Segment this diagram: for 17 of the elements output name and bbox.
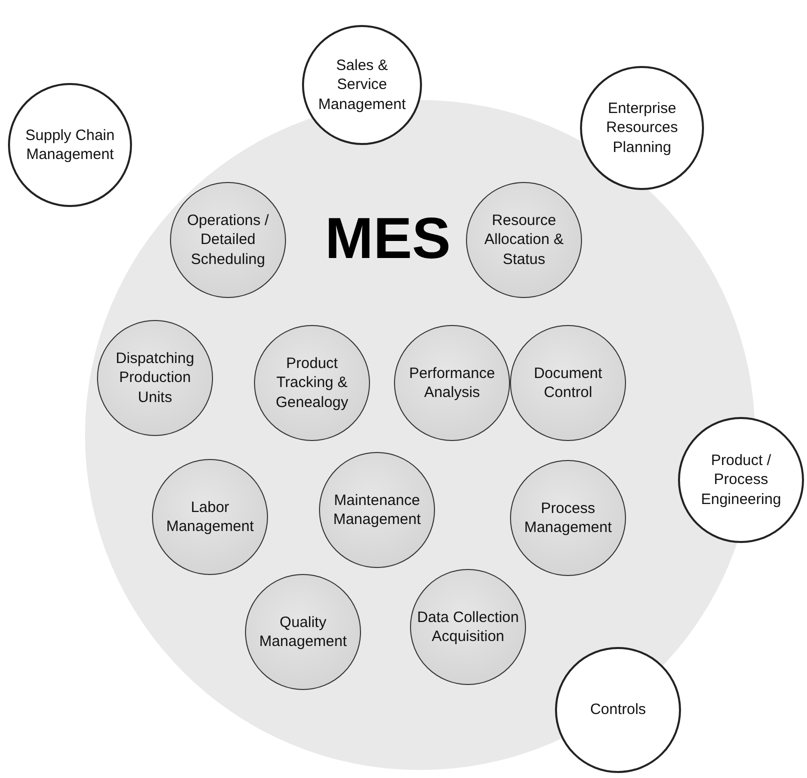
node-label: Supply Chain Management (24, 126, 116, 164)
node-label: Data Collection Acquisition (416, 608, 520, 646)
node-label: Sales & Service Management (317, 56, 407, 114)
node-label: Process Management (523, 498, 613, 538)
node-label: Operations / Detailed Scheduling (186, 210, 270, 270)
node-label: Product / Process Engineering (700, 450, 782, 510)
node-label: Labor Management (165, 498, 255, 536)
node-label: Maintenance Management (332, 490, 422, 530)
node-label: Performance Analysis (408, 364, 496, 402)
diagram-heading: MES (325, 210, 451, 268)
node-label: Document Control (532, 364, 604, 402)
node-label: Product Tracking & Genealogy (274, 354, 350, 412)
node-label: Controls (589, 700, 647, 720)
node-label: Dispatching Production Units (114, 348, 196, 408)
node-label: Quality Management (258, 612, 348, 652)
node-label: Enterprise Resources Planning (605, 98, 679, 158)
node-label: Resource Allocation & Status (483, 210, 565, 270)
